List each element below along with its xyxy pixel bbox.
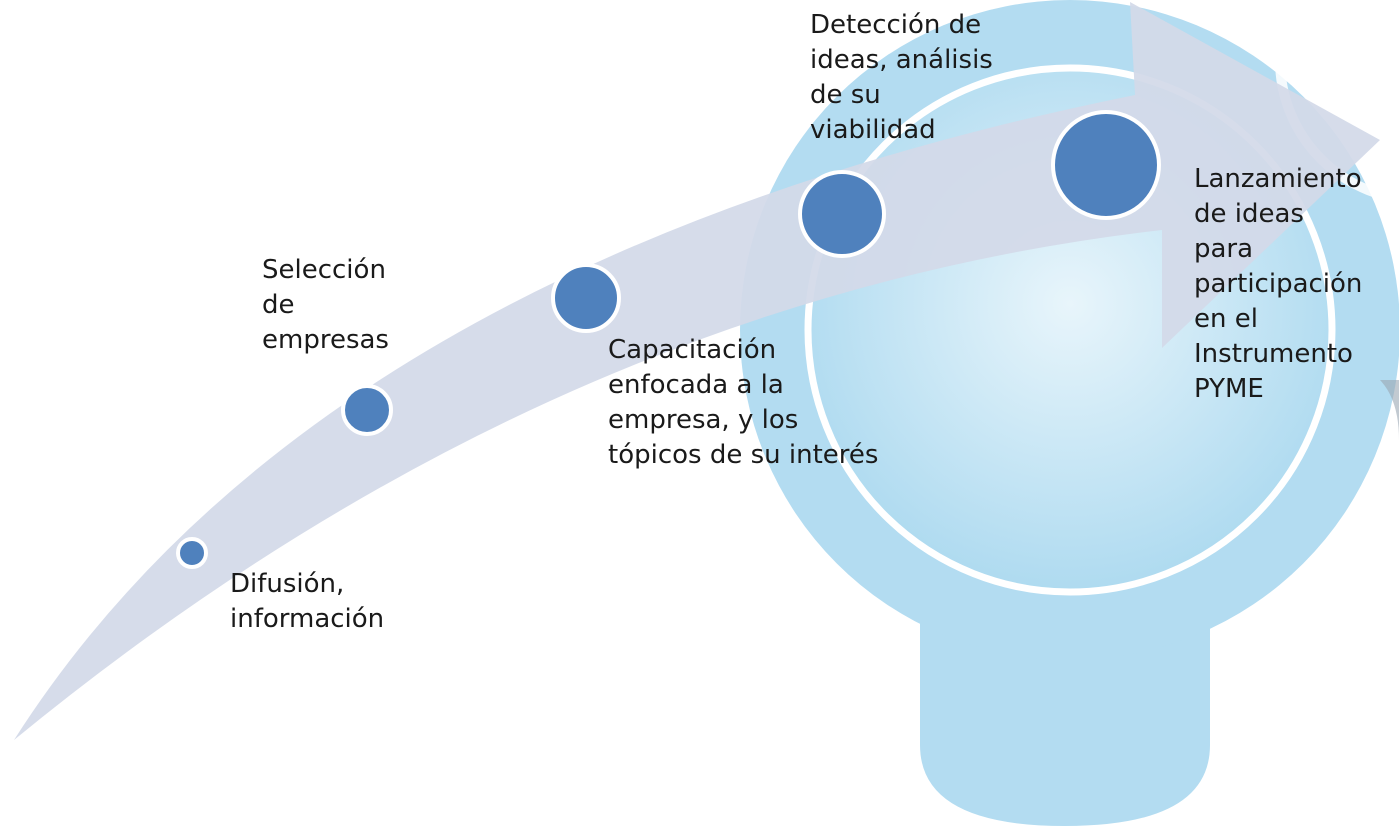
step-label-line: enfocada a la xyxy=(608,370,784,400)
milestone-dot-3 xyxy=(551,263,621,333)
step-label-line: Selección xyxy=(262,255,386,285)
lightbulb-shadow xyxy=(1380,380,1399,440)
milestone-dot-1 xyxy=(176,537,208,569)
step-label-line: PYME xyxy=(1194,374,1264,404)
step-label-line: información xyxy=(230,604,385,634)
step-label-line: participación xyxy=(1194,269,1363,299)
step-label-lanzamiento: Lanzamiento de ideas para participación … xyxy=(1194,162,1362,407)
step-label-difusion: Difusión, información xyxy=(230,567,384,637)
milestone-dot-4 xyxy=(798,170,886,258)
step-label-line: tópicos de su interés xyxy=(608,440,879,470)
step-label-line: para xyxy=(1194,234,1254,264)
step-label-line: Capacitación xyxy=(608,335,777,365)
milestone-dot-2 xyxy=(341,384,393,436)
step-label-line: empresas xyxy=(262,325,389,355)
step-label-line: en el xyxy=(1194,304,1258,334)
step-label-line: de su xyxy=(810,80,881,110)
step-label-line: ideas, análisis xyxy=(810,45,993,75)
step-label-seleccion: Selección de empresas xyxy=(262,253,389,358)
lightbulb-highlight-ring xyxy=(1275,0,1399,204)
arrow-shape xyxy=(14,2,1380,740)
step-label-line: Detección de xyxy=(810,10,982,40)
step-label-line: empresa, y los xyxy=(608,405,799,435)
milestone-dot-5 xyxy=(1051,110,1161,220)
step-label-line: Difusión, xyxy=(230,569,345,599)
step-label-line: viabilidad xyxy=(810,115,936,145)
step-label-deteccion: Detección de ideas, análisis de su viabi… xyxy=(810,8,993,148)
step-label-line: de xyxy=(262,290,295,320)
step-label-line: de ideas xyxy=(1194,199,1304,229)
step-label-capacitacion: Capacitación enfocada a la empresa, y lo… xyxy=(608,333,878,473)
step-label-line: Lanzamiento xyxy=(1194,164,1362,194)
step-label-line: Instrumento xyxy=(1194,339,1353,369)
